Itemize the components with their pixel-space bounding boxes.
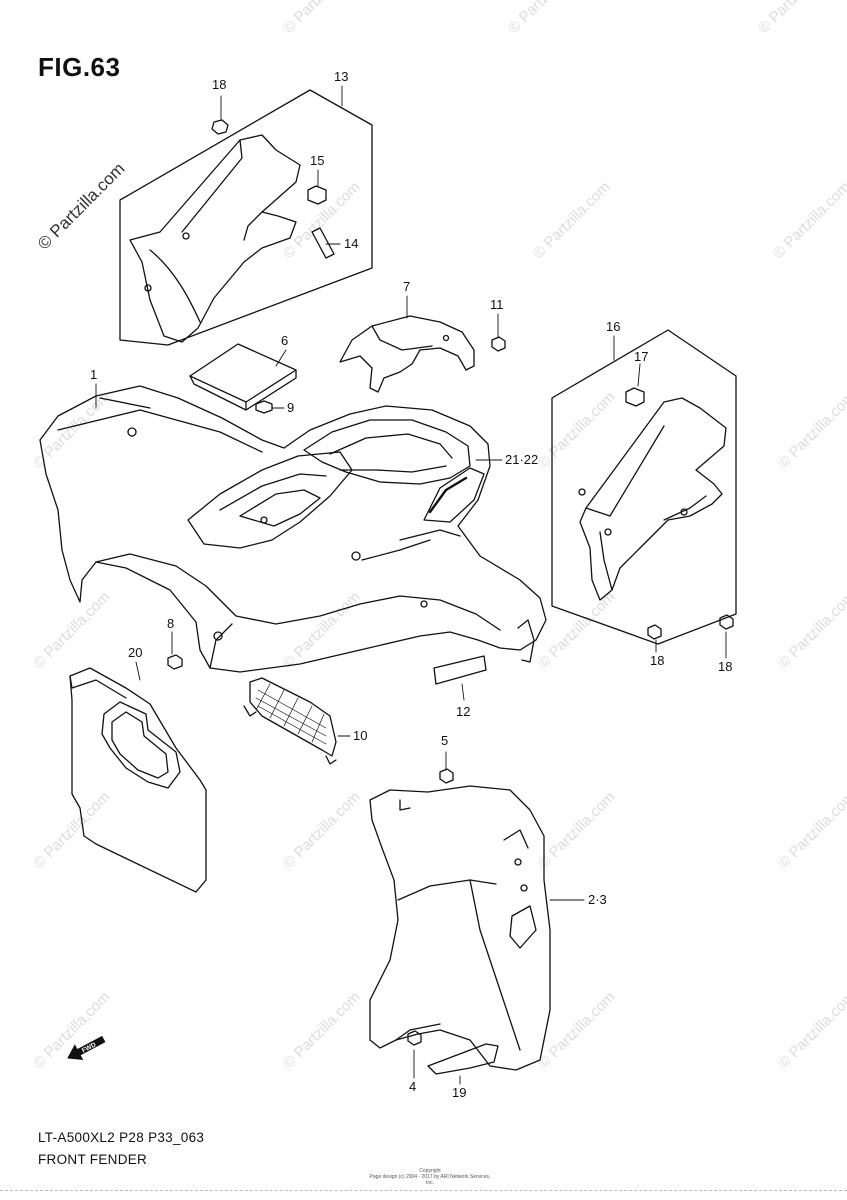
- bolt-18-right-b: [719, 614, 734, 630]
- copyright-text: Page design (c) 2004 - 2017 by ARI Netwo…: [369, 1174, 491, 1186]
- group-box-13: [119, 89, 373, 346]
- callout-label[interactable]: 9: [287, 400, 295, 415]
- grommet-17: [625, 387, 645, 407]
- callout-label[interactable]: 10: [353, 728, 368, 743]
- grommet-15: [307, 185, 327, 205]
- callout-label[interactable]: 1: [90, 367, 98, 382]
- left-side-cover-part: [129, 134, 301, 343]
- callout-label[interactable]: 12: [456, 704, 471, 719]
- callout-label[interactable]: 15: [310, 153, 325, 168]
- fwd-arrow-icon: FWD: [67, 1035, 106, 1061]
- callout-label[interactable]: 6: [281, 333, 289, 348]
- callout-label[interactable]: 13: [334, 69, 349, 84]
- bolt-5: [439, 768, 454, 784]
- cushion-14: [311, 227, 335, 259]
- nut-11: [491, 336, 506, 352]
- model-code: LT-A500XL2 P28 P33_063: [38, 1130, 205, 1145]
- page-bottom-border: [0, 1190, 847, 1191]
- bolt-18-top: [211, 119, 229, 135]
- callout-label[interactable]: 20: [128, 645, 143, 660]
- callout-label[interactable]: 21·22: [505, 452, 539, 467]
- callout-label[interactable]: 18: [650, 653, 665, 668]
- figure-title: FIG.63: [38, 52, 121, 82]
- callout-label[interactable]: 4: [409, 1079, 417, 1094]
- copyright-label: Copyright: [419, 1168, 441, 1174]
- callout-label[interactable]: 14: [344, 236, 359, 251]
- section-name: FRONT FENDER: [38, 1152, 148, 1167]
- callout-label[interactable]: 19: [452, 1085, 467, 1100]
- cushion-19: [427, 1043, 499, 1075]
- callout-label[interactable]: 18: [212, 77, 227, 92]
- heat-shield-panel-20: [69, 667, 207, 893]
- bolt-4: [407, 1030, 422, 1046]
- grille-10: [249, 677, 337, 757]
- callout-label[interactable]: 17: [634, 349, 649, 364]
- callout-label[interactable]: 8: [167, 616, 175, 631]
- group-box-16: [551, 329, 737, 645]
- grommet-9: [255, 400, 273, 414]
- front-fender-1: [39, 385, 547, 673]
- callout-label[interactable]: 2·3: [588, 892, 607, 907]
- copyright-notice: Copyright Page design (c) 2004 - 2017 by…: [365, 1168, 495, 1186]
- callout-label[interactable]: 7: [403, 279, 411, 294]
- bolt-18-right-a: [647, 624, 662, 640]
- center-cover-7: [339, 315, 475, 393]
- right-side-cover-part: [579, 397, 727, 601]
- front-mud-guard-2-3: [369, 785, 551, 1071]
- cushion-bar-12: [433, 655, 487, 685]
- callout-label[interactable]: 5: [441, 733, 449, 748]
- callout-label[interactable]: 11: [490, 297, 504, 312]
- callout-label[interactable]: 18: [718, 659, 733, 674]
- callout-label[interactable]: 16: [606, 319, 621, 334]
- lid-panel-6: [189, 343, 297, 403]
- screw-8: [167, 654, 183, 670]
